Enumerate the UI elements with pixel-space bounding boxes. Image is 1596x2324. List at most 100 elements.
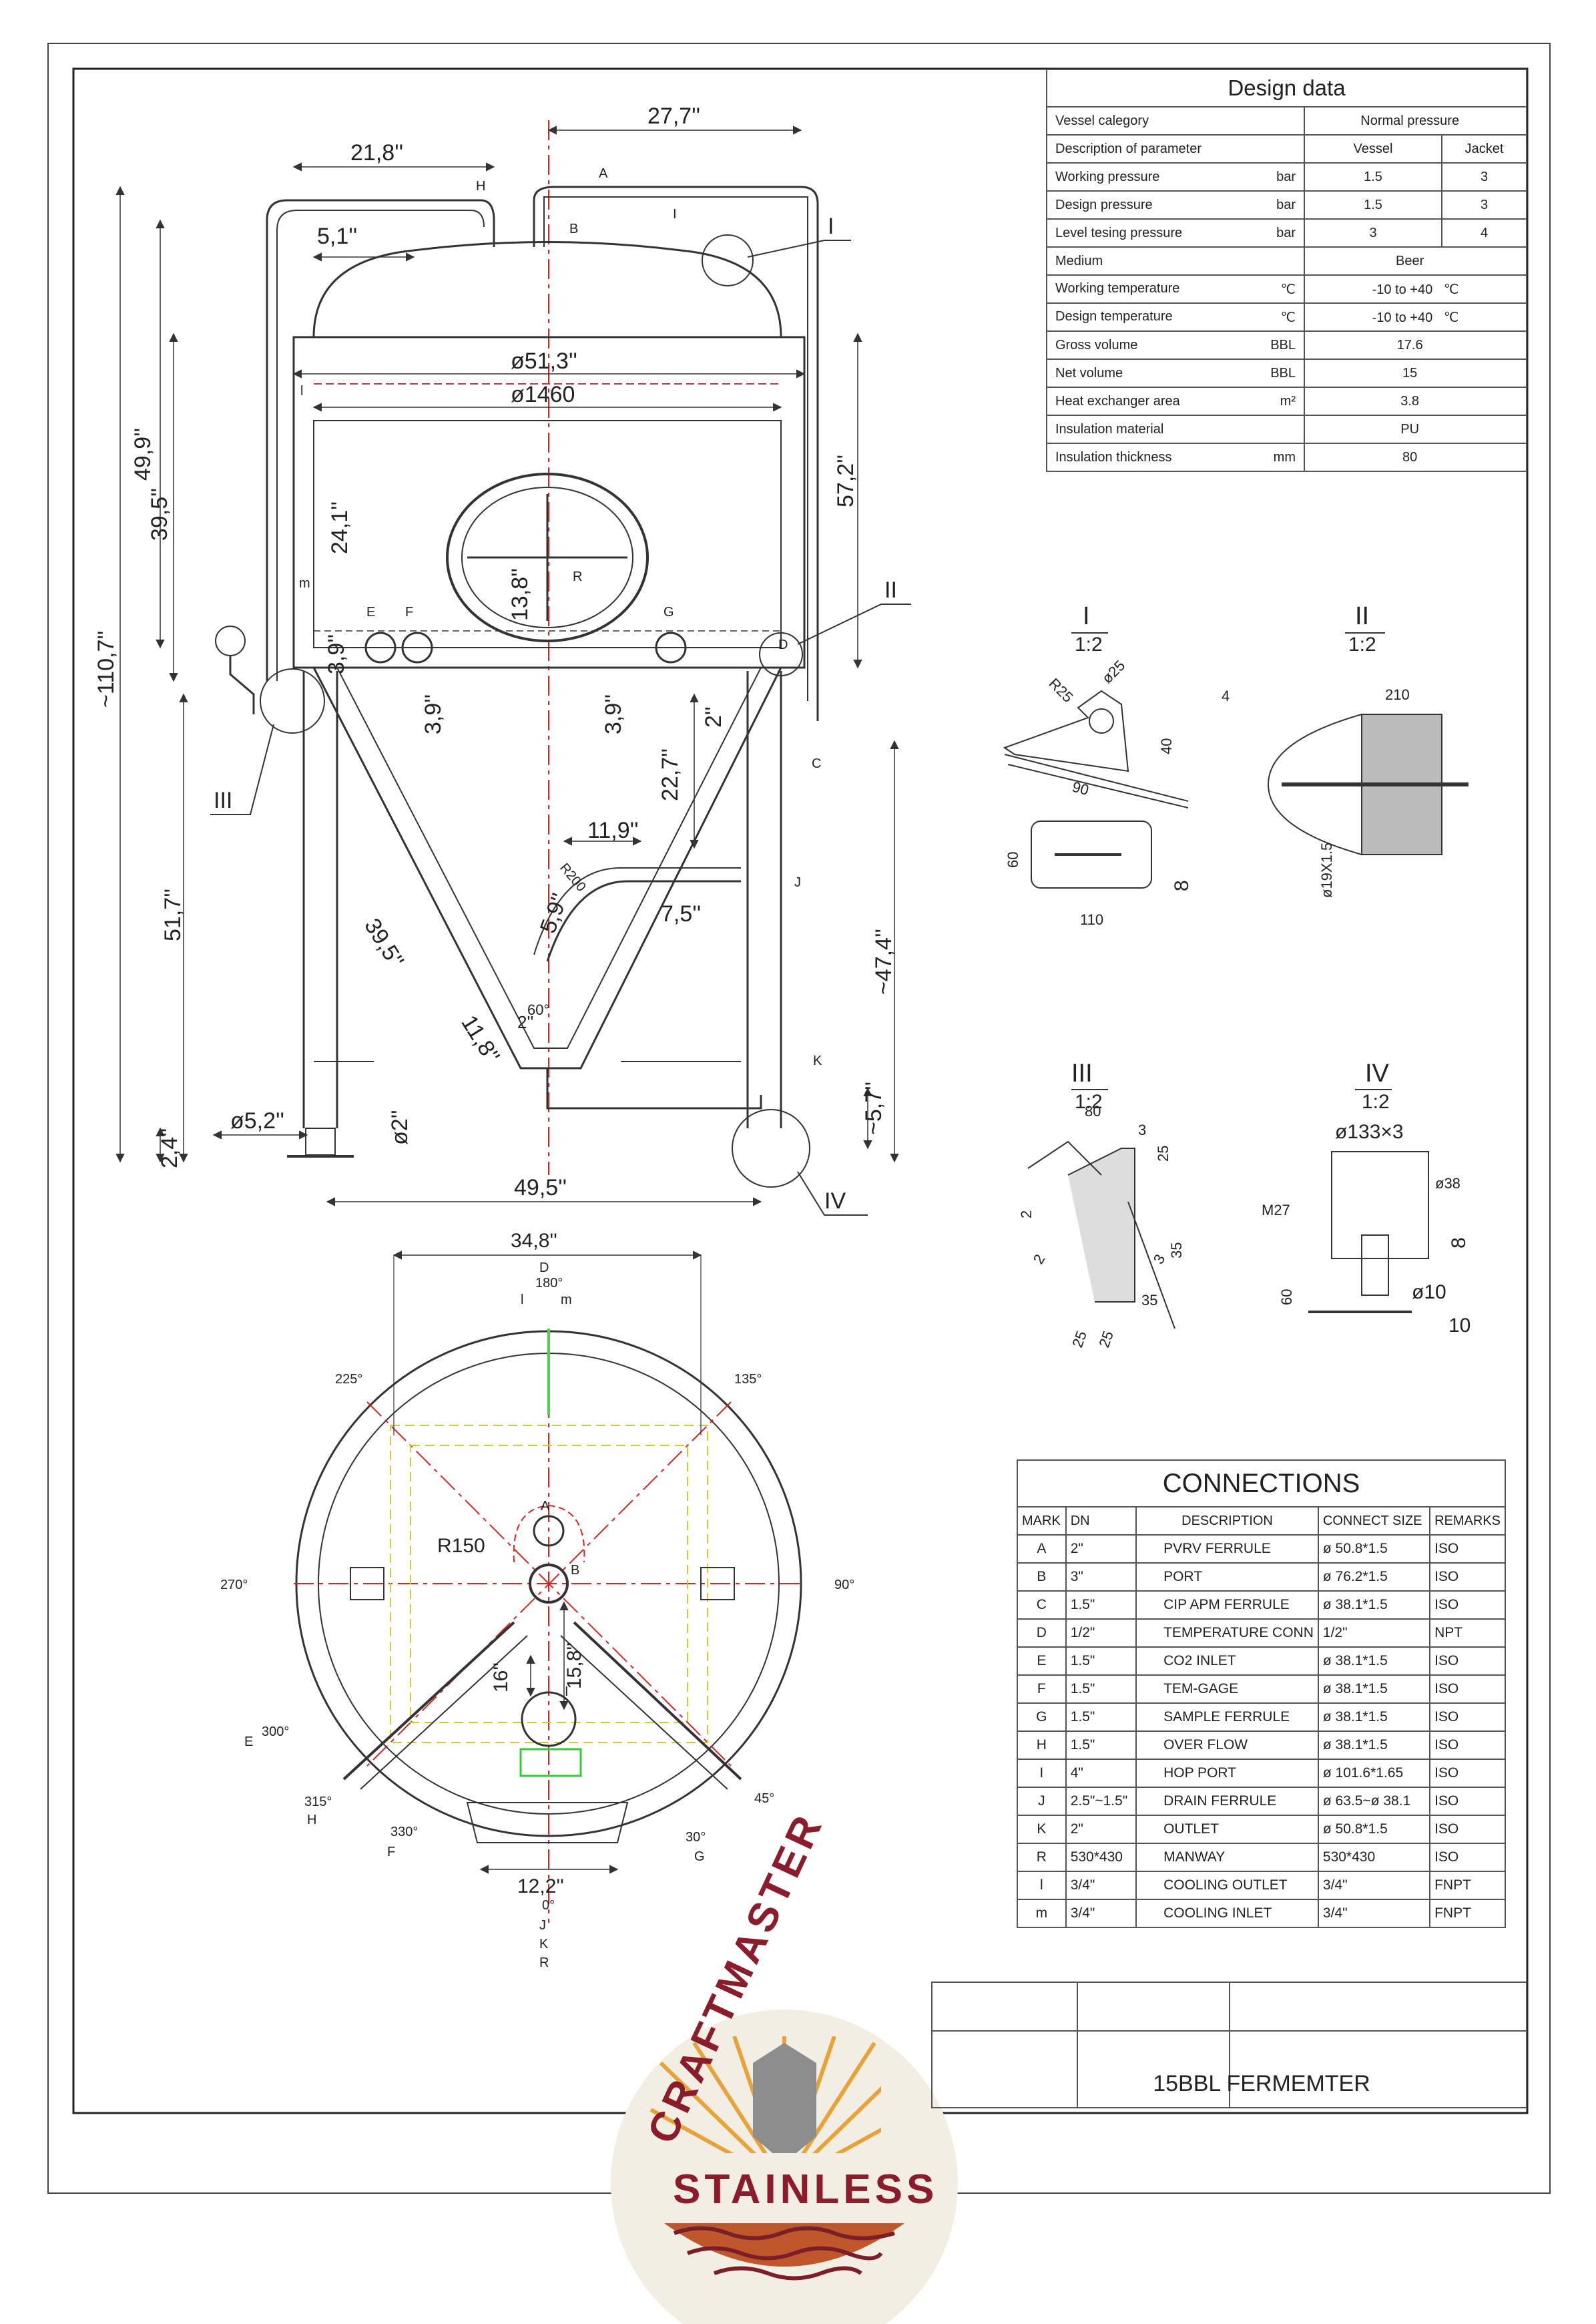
conn-description: COOLING OUTLET <box>1135 1871 1319 1900</box>
detail-III-d80: 80 <box>1085 1103 1101 1120</box>
front-view-labels: 27,7'' 21,8'' 5,1'' ø51,3'' ø1460 49,9''… <box>93 103 897 1214</box>
top-mark-B: B <box>571 1563 579 1578</box>
conn-description: CIP APM FERRULE <box>1135 1590 1319 1620</box>
detail-III-d3: 3 <box>1138 1122 1146 1138</box>
conn-dn: 530*430 <box>1065 1843 1137 1872</box>
top-mark-J: J <box>539 1918 546 1933</box>
angle-30: 30° <box>686 1830 706 1845</box>
conn-size: ø 38.1*1.5 <box>1317 1674 1431 1704</box>
design-row-value: 15 <box>1304 359 1527 388</box>
dim-15-8: 15,8'' <box>563 1642 585 1689</box>
detail-IV-m27: M27 <box>1262 1202 1290 1218</box>
dim-total-height: ~110,7'' <box>93 631 119 708</box>
dim-5-7: ~5,7'' <box>861 1082 886 1135</box>
design-row-jacket: 3 <box>1441 162 1527 192</box>
detail-III-d35b: 35 <box>1141 1292 1157 1309</box>
conn-size: ø 101.6*1.65 <box>1317 1759 1431 1788</box>
design-row-label-text: Heat exchanger area <box>1055 393 1180 409</box>
angle-330: 330° <box>390 1825 418 1839</box>
angle-315: 315° <box>304 1795 332 1809</box>
design-row-value-text: 3.8 <box>1400 393 1420 409</box>
top-mark-D: D <box>539 1260 549 1275</box>
design-row-value-text: 15 <box>1402 365 1418 381</box>
design-row-vessel: 1.5 <box>1304 190 1442 220</box>
design-row-vessel: Vessel <box>1304 134 1442 164</box>
design-row-label-text: Insulation thickness <box>1055 449 1172 465</box>
detail-II-d19: ø19X1.5 <box>1318 843 1335 898</box>
conn-description: SAMPLE FERRULE <box>1135 1702 1319 1732</box>
conn-remarks: ISO <box>1429 1759 1506 1788</box>
design-row-unit: bar <box>1276 197 1296 212</box>
callout-II: II <box>884 577 897 603</box>
conn-remarks: ISO <box>1429 1787 1506 1816</box>
design-row-value: Normal pressure <box>1304 106 1527 136</box>
conn-mark: R <box>1017 1843 1067 1872</box>
conn-size: ø 38.1*1.5 <box>1317 1702 1431 1732</box>
design-row-label-text: Insulation material <box>1055 421 1164 437</box>
callout-III: III <box>214 788 232 813</box>
conn-dn: 3/4" <box>1065 1871 1137 1900</box>
design-row-unit: BBL <box>1270 365 1296 381</box>
top-mark-E: E <box>244 1734 253 1749</box>
conn-remarks: ISO <box>1429 1646 1506 1676</box>
mark-D: D <box>778 638 788 652</box>
angle-225: 225° <box>335 1372 362 1387</box>
dim-3-9-c: 3,9'' <box>601 694 626 734</box>
mark-G: G <box>663 605 674 620</box>
detail-III-d25: 25 <box>1155 1146 1171 1162</box>
design-row-jacket: Jacket <box>1441 134 1527 164</box>
mark-F: F <box>405 605 413 620</box>
design-row-label-text: Vessel calegory <box>1055 113 1149 128</box>
detail-IV-scale: 1:2 <box>1362 1091 1390 1113</box>
design-row-label-text: Level tesing pressure <box>1055 225 1183 240</box>
conn-header-description: DESCRIPTION <box>1135 1506 1319 1536</box>
dim-22-7: 22,7'' <box>657 748 683 801</box>
conn-mark: G <box>1017 1702 1067 1732</box>
dim-diameter-in: ø51,3'' <box>511 348 577 374</box>
design-row-value: Beer <box>1304 246 1527 276</box>
dim-11-9: 11,9'' <box>587 818 639 843</box>
design-row-label: Working temperature℃ <box>1046 274 1305 304</box>
conn-mark: K <box>1017 1815 1067 1844</box>
conn-size: ø 38.1*1.5 <box>1317 1646 1431 1676</box>
logo-bottom-text: STAINLESS <box>673 2166 938 2213</box>
detail-III-d25c: 25 <box>1095 1329 1117 1350</box>
conn-dn: 1.5" <box>1065 1590 1137 1620</box>
conn-remarks: FNPT <box>1429 1899 1506 1928</box>
design-row-label-text: Design pressure <box>1055 197 1153 212</box>
design-row-value: -10 to +40 ℃ <box>1304 274 1527 304</box>
detail-I-r25: R25 <box>1045 675 1076 706</box>
design-row-jacket: 4 <box>1441 218 1527 248</box>
conn-dn: 3/4" <box>1065 1899 1137 1928</box>
detail-I-scale: 1:2 <box>1075 634 1103 656</box>
detail-III-title: III <box>1071 1060 1093 1088</box>
dim-diameter-mm: ø1460 <box>511 382 575 407</box>
conn-dn: 2" <box>1065 1815 1137 1844</box>
design-row-value: 17.6 <box>1304 330 1527 360</box>
design-row-label-text: Design temperature <box>1055 308 1173 324</box>
conn-remarks: ISO <box>1429 1843 1506 1872</box>
conn-dn: 1.5" <box>1065 1674 1137 1704</box>
top-mark-H: H <box>307 1813 316 1827</box>
design-row-label: Medium <box>1046 246 1305 276</box>
dim-51-7: 51,7'' <box>160 889 186 941</box>
dim-21-8: 21,8'' <box>350 140 403 166</box>
top-mark-l: l <box>521 1293 523 1307</box>
conn-dn: 2" <box>1065 1534 1137 1564</box>
connections-title: CONNECTIONS <box>1017 1459 1506 1507</box>
dim-39-5-cone: 39,5'' <box>359 914 409 972</box>
design-row-value-text: 17.6 <box>1396 337 1423 353</box>
design-row-value-text: 80 <box>1402 449 1418 465</box>
top-mark-F: F <box>387 1845 395 1859</box>
conn-dn: 1.5" <box>1065 1730 1137 1760</box>
dim-39-5: 39,5'' <box>147 488 172 541</box>
